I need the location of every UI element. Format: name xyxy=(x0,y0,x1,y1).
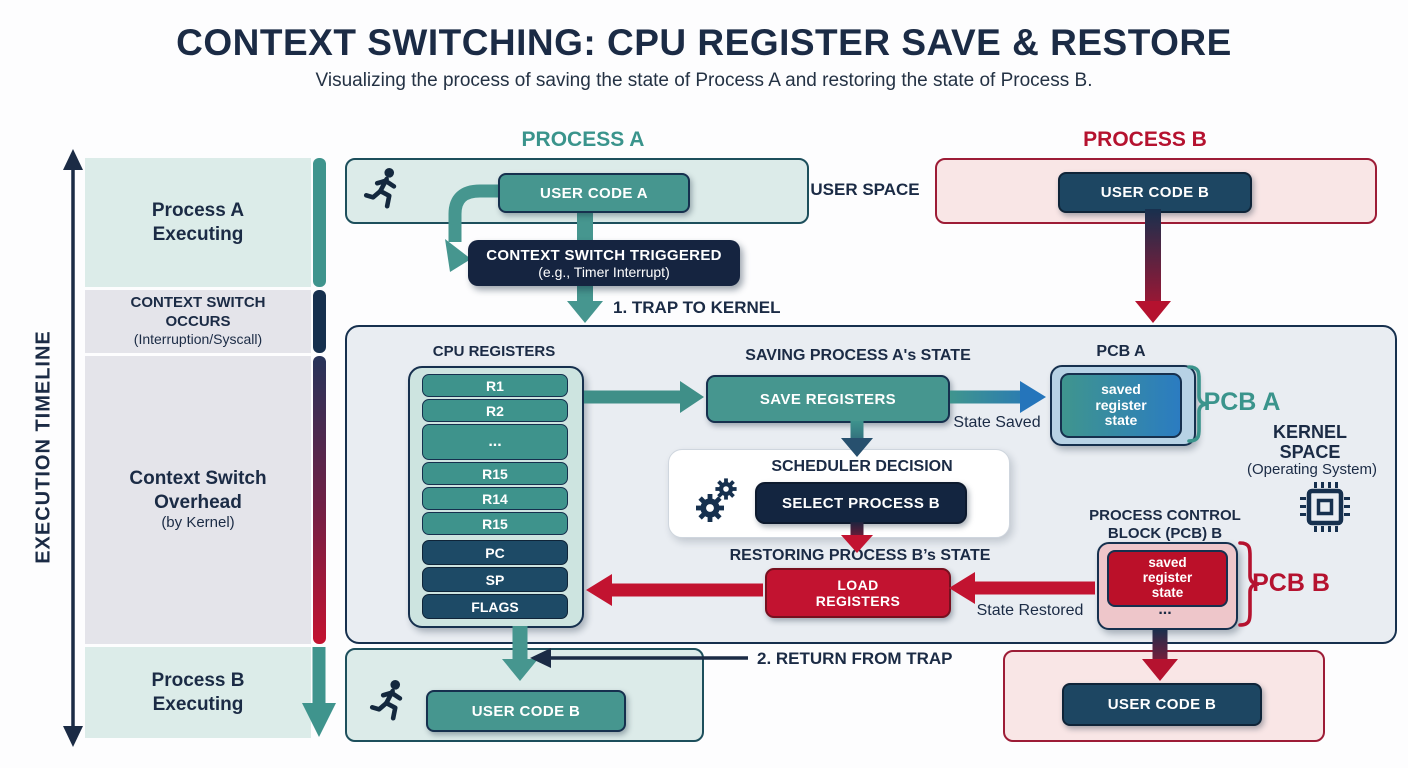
pcb-b-block-label: PROCESS CONTROL BLOCK (PCB) B xyxy=(1089,507,1241,542)
cpu-chip-icon xyxy=(1298,480,1352,534)
save-registers-button[interactable]: SAVE REGISTERS xyxy=(706,375,950,423)
register-row: FLAGS xyxy=(422,594,568,619)
timeline-block-sublabel: (Interruption/Syscall) xyxy=(133,331,263,348)
gears-icon xyxy=(686,472,744,530)
user-code-b-button-bottom-left[interactable]: USER CODE B xyxy=(426,690,626,732)
select-process-b-button[interactable]: SELECT PROCESS B xyxy=(755,482,967,524)
scheduler-decision-heading: SCHEDULER DECISION xyxy=(771,458,953,475)
user-code-b-button-bottom-right[interactable]: USER CODE B xyxy=(1062,683,1262,726)
register-row-ellipsis: ... xyxy=(422,424,568,460)
runner-icon xyxy=(368,678,412,724)
timeline-bar-overhead xyxy=(313,356,326,644)
page-subtitle: Visualizing the process of saving the st… xyxy=(315,70,1093,91)
pcb-b-brace xyxy=(1237,540,1263,630)
trap-to-kernel-label: 1. TRAP TO KERNEL xyxy=(613,298,781,317)
pcb-a-label-big: PCB A xyxy=(1203,388,1281,416)
timeline-block-label: CONTEXT SWITCH OCCURS xyxy=(130,294,266,330)
timeline-bar-process-a xyxy=(313,158,326,287)
timeline-bar-context-switch xyxy=(313,290,326,353)
kernel-space-sublabel: (Operating System) xyxy=(1246,461,1378,478)
timeline-block-context-switch-occurs: CONTEXT SWITCH OCCURS (Interruption/Sysc… xyxy=(85,290,311,353)
register-row: SP xyxy=(422,567,568,592)
state-saved-label: State Saved xyxy=(953,414,1041,431)
timeline-block-process-b: Process B Executing xyxy=(85,647,311,738)
register-row: R2 xyxy=(422,399,568,422)
kernel-space-label: KERNEL SPACE xyxy=(1272,422,1348,462)
pcb-a-label-small: PCB A xyxy=(1096,343,1146,360)
timeline-block-overhead: Context Switch Overhead (by Kernel) xyxy=(85,356,311,644)
user-space-label: USER SPACE xyxy=(810,180,920,199)
pcb-b-ellipsis: ... xyxy=(1158,601,1172,618)
arrow-usercodeb-to-kernel xyxy=(1135,209,1171,323)
register-row: R15 xyxy=(422,512,568,535)
timeline-block-label: Process A Executing xyxy=(151,200,245,245)
state-restored-label: State Restored xyxy=(976,602,1084,619)
user-code-a-button[interactable]: USER CODE A xyxy=(498,173,690,213)
trigger-title: CONTEXT SWITCH TRIGGERED xyxy=(486,246,722,264)
pcb-a-brace xyxy=(1186,364,1212,444)
timeline-block-label: Context Switch Overhead xyxy=(129,468,267,513)
register-row: R14 xyxy=(422,487,568,510)
timeline-block-label: Process B Executing xyxy=(151,670,245,715)
pcb-b-saved-register-state: saved register state xyxy=(1107,550,1228,607)
register-row: PC xyxy=(422,540,568,565)
pcb-b-label-big: PCB B xyxy=(1252,569,1330,597)
saving-state-heading: SAVING PROCESS A's STATE xyxy=(745,347,971,364)
user-code-b-button-top[interactable]: USER CODE B xyxy=(1058,172,1252,213)
trigger-subtitle: (e.g., Timer Interrupt) xyxy=(538,263,670,280)
pcb-a-saved-register-state: saved register state xyxy=(1060,373,1182,438)
register-row: R15 xyxy=(422,462,568,485)
restoring-state-heading: RESTORING PROCESS B’s STATE xyxy=(729,547,991,564)
timeline-block-process-a: Process A Executing xyxy=(85,158,311,287)
execution-timeline-label: EXECUTION TIMELINE xyxy=(32,330,55,564)
process-a-header: PROCESS A xyxy=(521,128,645,151)
process-b-header: PROCESS B xyxy=(1083,128,1207,151)
register-row: R1 xyxy=(422,374,568,397)
return-from-trap-label: 2. RETURN FROM TRAP xyxy=(757,649,953,668)
context-switch-triggered-box: CONTEXT SWITCH TRIGGERED (e.g., Timer In… xyxy=(468,240,740,286)
timeline-block-sublabel: (by Kernel) xyxy=(161,513,235,531)
page-title: CONTEXT SWITCHING: CPU REGISTER SAVE & R… xyxy=(176,22,1232,63)
runner-icon xyxy=(362,166,406,212)
cpu-registers-label: CPU REGISTERS xyxy=(432,343,556,360)
load-registers-button[interactable]: LOAD REGISTERS xyxy=(765,568,951,618)
timeline-axis-arrow xyxy=(63,149,83,747)
